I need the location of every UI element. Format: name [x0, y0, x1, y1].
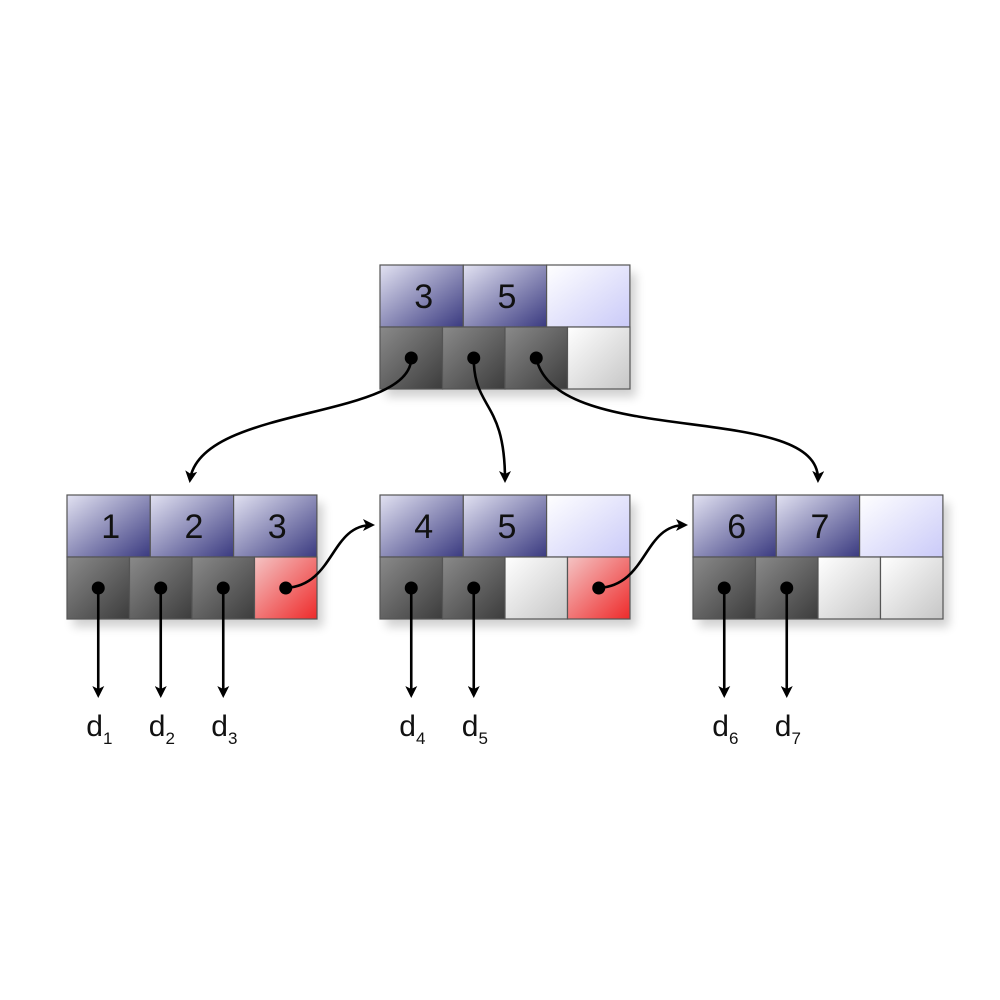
edge-root-to-leaf-3 [534, 357, 825, 483]
data-label-d2: d2 [149, 710, 175, 748]
data-label-d3: d3 [211, 710, 237, 748]
data-label-base: d [462, 710, 479, 743]
data-label-d7: d7 [775, 710, 801, 748]
data-label-base: d [399, 710, 416, 743]
root-pointer-cell-empty [566, 326, 631, 390]
leaf-2-empty-key-cell [545, 494, 631, 558]
leaf-1-key-cell [149, 494, 235, 558]
leaf-1-node: 1 2 3 [66, 494, 318, 620]
leaf-1-key-3: 3 [268, 508, 287, 546]
edge-leaf-1-to-leaf-2 [285, 519, 375, 590]
leaf-1-key-cell [66, 494, 151, 558]
leaf-2-pointer-cell-empty [504, 556, 569, 620]
edge-leaf-2-to-leaf-3 [598, 519, 688, 590]
edge-root-to-leaf-2 [472, 357, 511, 483]
leaf-2-key-1: 4 [414, 508, 433, 546]
edge-root-to-leaf-1 [185, 357, 413, 483]
data-label-subscript: 6 [729, 729, 738, 748]
data-label-base: d [211, 710, 228, 743]
root-pointer-cell-filled [504, 326, 569, 390]
data-label-subscript: 7 [791, 729, 800, 748]
root-key-cell [379, 264, 464, 328]
data-label-subscript: 5 [478, 729, 487, 748]
data-label-d1: d1 [86, 710, 112, 748]
data-label-base: d [149, 710, 166, 743]
data-label-subscript: 2 [165, 729, 174, 748]
root-pointer-cell-filled [379, 326, 444, 390]
data-label-subscript: 1 [103, 729, 112, 748]
leaf-1-key-2: 2 [184, 508, 203, 546]
root-key-1: 3 [414, 278, 433, 316]
data-label-base: d [775, 710, 792, 743]
leaf-3-key-cell [692, 494, 777, 558]
leaf-2-key-cell [379, 494, 464, 558]
leaf-3-empty-key-cell [858, 494, 944, 558]
data-label-d4: d4 [399, 710, 425, 748]
data-label-subscript: 3 [228, 729, 237, 748]
data-label-subscript: 4 [416, 729, 425, 748]
leaf-2-key-2: 5 [497, 508, 516, 546]
data-label-d5: d5 [462, 710, 488, 748]
leaf-3-pointer-cell-empty [817, 556, 882, 620]
data-label-base: d [712, 710, 729, 743]
data-label-d6: d6 [712, 710, 738, 748]
leaf-3-pointer-cell-empty [879, 556, 944, 620]
leaf-3-key-1: 6 [727, 508, 746, 546]
leaf-1-key-1: 1 [101, 508, 120, 546]
root-key-2: 5 [497, 278, 516, 316]
leaf-1-key-cell [233, 494, 318, 558]
root-empty-key-cell [545, 264, 631, 328]
data-label-base: d [86, 710, 103, 743]
root-key-cell [462, 264, 548, 328]
leaf-3-key-2: 7 [810, 508, 829, 546]
